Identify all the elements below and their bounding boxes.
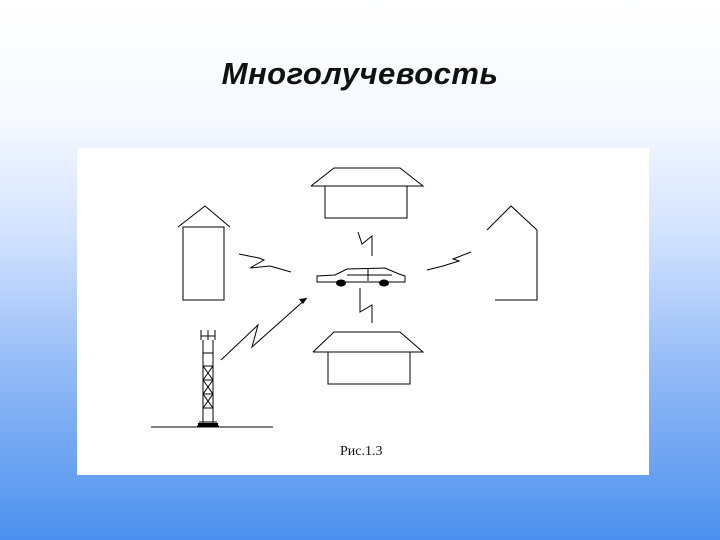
figure-panel: Рис.1.3 [77,148,649,475]
car-front-wheel [379,279,389,287]
right-building [486,205,538,301]
slide-title: Многолучевость [221,56,499,91]
signal-direct [220,297,308,361]
transmitter-tower [197,330,219,427]
figure-caption: Рис.1.3 [340,444,383,459]
car-rear-wheel [336,279,346,287]
left-building [177,205,231,301]
bottom-building [312,331,425,385]
top-building [310,167,425,219]
signal-bottom-reflection [359,288,373,323]
signal-top-reflection [357,231,373,256]
signal-left-reflection [238,253,292,273]
car [316,267,406,283]
multipath-diagram: Рис.1.3 [151,167,538,459]
signal-right-reflection [426,251,472,271]
